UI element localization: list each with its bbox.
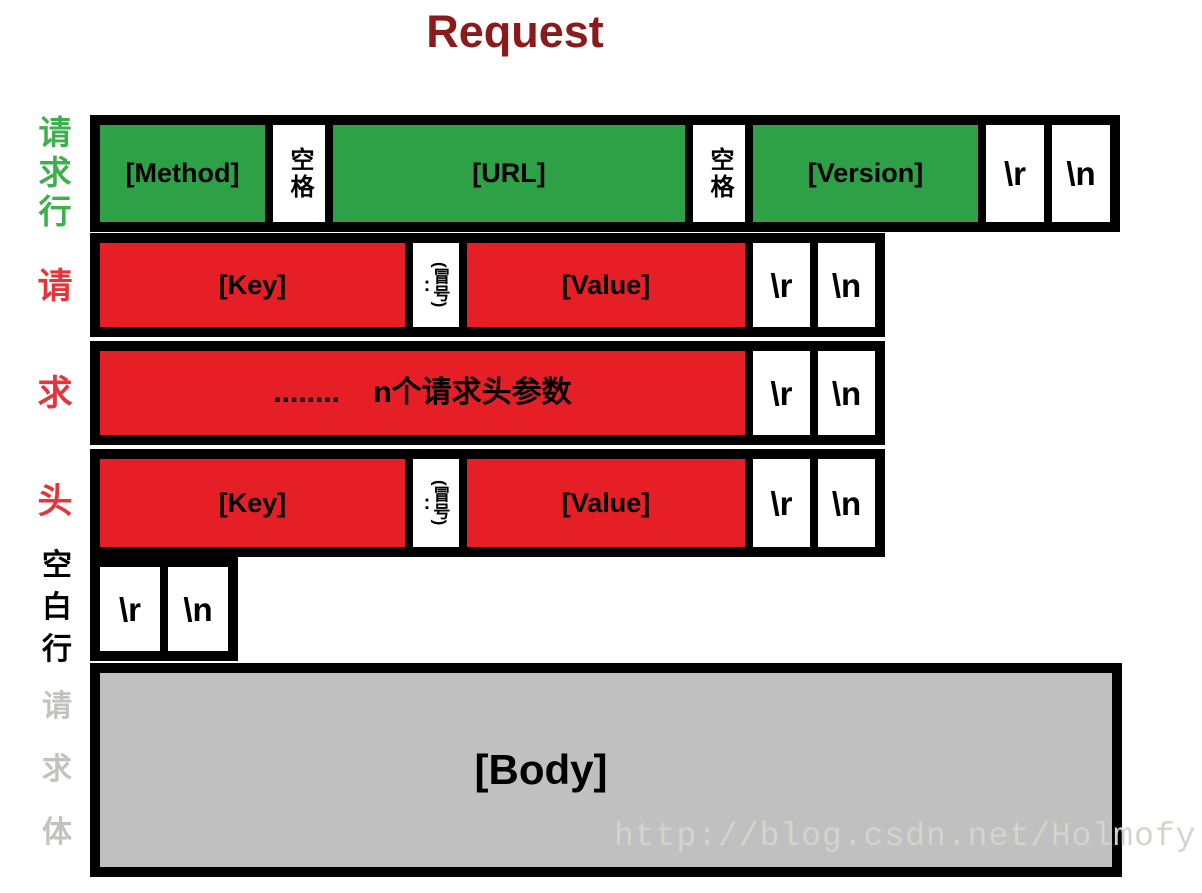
- colon-label: (冒号): [430, 262, 450, 308]
- space-cell: 空格: [693, 125, 745, 222]
- colon-cell: : (冒号): [413, 243, 459, 327]
- body-row: [Body]: [90, 663, 1122, 877]
- colon-cell: : (冒号): [413, 459, 459, 547]
- request-line-row: [Method] 空格 [URL] 空格 [Version] \r \n: [90, 115, 1120, 232]
- line-feed-cell: \n: [168, 567, 228, 651]
- blank-line-row: \r \n: [90, 557, 238, 661]
- carriage-return-cell: \r: [753, 459, 810, 547]
- side-label-char: 行: [38, 193, 72, 230]
- side-label-char: 请: [42, 690, 72, 723]
- carriage-return-cell: \r: [753, 243, 810, 327]
- header-key-value-row-bottom: [Key] : (冒号) [Value] \r \n: [90, 449, 885, 557]
- side-label-char: 求: [42, 753, 72, 786]
- version-cell: [Version]: [753, 125, 978, 222]
- side-label-blank-line: 空 白 行: [36, 551, 78, 665]
- side-label-request-body: 请 求 体: [36, 692, 78, 848]
- value-cell: [Value]: [467, 243, 745, 327]
- space-cell: 空格: [273, 125, 325, 222]
- colon-label: (冒号): [430, 480, 450, 526]
- key-cell: [Key]: [100, 459, 405, 547]
- side-label-char: 白: [42, 591, 72, 624]
- body-cell: [Body]: [100, 673, 1112, 867]
- header-key-value-row-top: [Key] : (冒号) [Value] \r \n: [90, 233, 885, 337]
- line-feed-cell: \n: [1052, 125, 1110, 222]
- side-label-char: 请: [38, 114, 72, 151]
- carriage-return-cell: \r: [100, 567, 160, 651]
- n-header-params-cell: ........ n个请求头参数: [100, 351, 745, 435]
- side-label-char: 行: [42, 633, 72, 666]
- space-label: 空格: [286, 146, 313, 201]
- line-feed-cell: \n: [818, 243, 875, 327]
- line-feed-cell: \n: [818, 351, 875, 435]
- side-label-char: 请: [37, 267, 73, 307]
- side-label-char: 求: [37, 374, 73, 414]
- colon-mark: :: [423, 492, 431, 514]
- url-cell: [URL]: [333, 125, 685, 222]
- side-label-char: 空: [42, 549, 72, 582]
- colon-mark: :: [423, 274, 431, 296]
- side-label-char: 体: [42, 816, 72, 849]
- diagram-title: Request: [426, 6, 604, 57]
- header-ellipsis-row: ........ n个请求头参数 \r \n: [90, 341, 885, 445]
- key-cell: [Key]: [100, 243, 405, 327]
- side-label-request-header: 请 求 头: [34, 233, 76, 555]
- carriage-return-cell: \r: [753, 351, 810, 435]
- value-cell: [Value]: [467, 459, 745, 547]
- space-label: 空格: [706, 146, 733, 201]
- side-label-char: 头: [37, 481, 73, 521]
- line-feed-cell: \n: [818, 459, 875, 547]
- method-cell: [Method]: [100, 125, 265, 222]
- watermark-url: http://blog.csdn.net/Holmofy: [614, 818, 1197, 855]
- side-label-request-line: 请 求 行: [34, 116, 76, 228]
- carriage-return-cell: \r: [986, 125, 1044, 222]
- side-label-char: 求: [38, 153, 72, 191]
